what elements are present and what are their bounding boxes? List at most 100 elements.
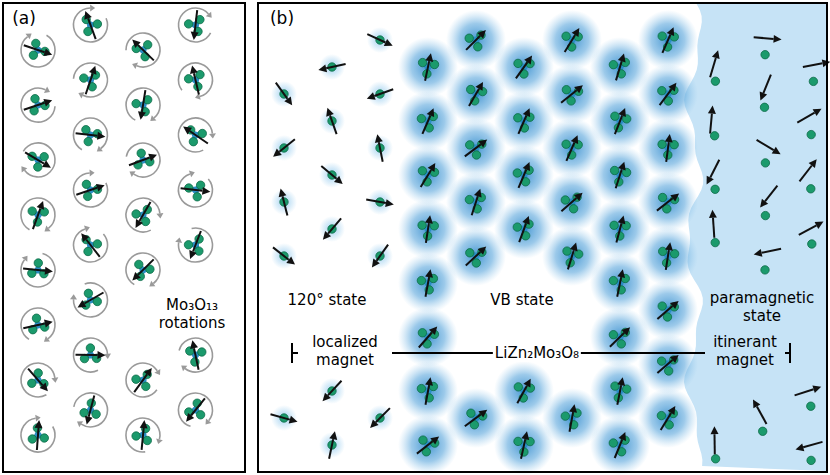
rotation-arc-head <box>45 226 51 232</box>
valence-bond-cloud <box>638 280 698 340</box>
mo-site <box>474 43 482 51</box>
region-label: 120° state <box>286 291 369 309</box>
spin-arrow-shaft <box>191 398 205 415</box>
mo-site <box>711 455 719 463</box>
rotating-trimer <box>126 88 160 121</box>
spin-arrow-head <box>96 184 105 192</box>
spin-arrow-shaft <box>425 61 429 81</box>
mo-site <box>28 379 36 387</box>
bond-trimer <box>562 135 583 161</box>
mo-site <box>198 348 206 356</box>
rotation-arc <box>126 253 160 285</box>
bond-trimer <box>609 432 629 458</box>
rotation-arc-head <box>70 294 77 299</box>
spin-arrow-head <box>84 11 92 20</box>
mo-site <box>137 149 145 157</box>
rotation-arc-head <box>189 171 195 178</box>
spin-arrow-shaft <box>23 324 45 329</box>
rotation-arc <box>21 88 55 122</box>
spin-arrow-shaft <box>803 442 822 447</box>
spin-arrow-head <box>138 111 146 120</box>
spin-arrow-shaft <box>657 306 672 319</box>
mo-site <box>40 434 48 442</box>
localized-spin <box>271 188 297 215</box>
spin-arrow-shaft <box>561 90 577 103</box>
localized-spin <box>271 81 297 107</box>
mo-site <box>657 357 665 365</box>
rotating-trimer <box>21 87 55 122</box>
spin-halo <box>319 54 345 80</box>
rotation-arc <box>74 63 108 97</box>
itinerant-spin <box>753 399 767 435</box>
mo-site <box>417 114 425 122</box>
rotating-trimer <box>70 283 107 317</box>
bond-trimer <box>513 162 533 188</box>
localized-spin <box>367 243 393 269</box>
bond-trimer <box>610 162 630 189</box>
itinerant-spin <box>803 59 830 85</box>
spin-arrow-head <box>385 199 394 207</box>
region-label: paramagnetic state <box>700 289 824 325</box>
localized-spin <box>319 431 345 458</box>
spin-arrow-shaft <box>426 277 430 297</box>
rotation-arc-head <box>35 415 40 422</box>
spin-arrow-shaft <box>795 389 814 395</box>
rotation-arc <box>178 393 212 426</box>
spin-arrow-shaft <box>615 115 622 134</box>
spin-arrow-shaft <box>763 75 771 94</box>
rotation-arc-head <box>90 5 95 12</box>
bond-trimer <box>563 243 583 270</box>
spin-arrow-shaft <box>803 63 823 67</box>
rotation-arc <box>73 118 107 150</box>
rotating-trimer <box>178 63 212 100</box>
spin-arrow-shaft <box>714 434 716 454</box>
spin-arrow-shaft <box>472 196 478 215</box>
spin-arrow-head <box>44 320 53 328</box>
mo-site <box>711 185 719 193</box>
spin-arrow-head <box>523 379 530 388</box>
mo-site <box>29 51 37 59</box>
spin-arrow-shaft <box>273 247 289 259</box>
bond-trimer <box>658 134 679 162</box>
bond-trimer <box>418 163 439 187</box>
bond-trimer <box>514 56 535 79</box>
spin-arrow-shaft <box>617 385 621 405</box>
itinerant-spin <box>796 442 823 465</box>
spin-arrow-shaft <box>134 374 147 392</box>
spin-arrow-shaft <box>519 223 526 242</box>
spin-arrow-head <box>144 368 152 377</box>
spin-arrow-shaft <box>710 58 716 77</box>
spin-arrow-head <box>617 269 625 278</box>
axis-label: localized magnet <box>298 333 392 369</box>
spin-arrow-head <box>707 176 714 185</box>
mo-site <box>86 344 94 352</box>
spin-arrow-head <box>617 377 625 386</box>
mo-site <box>611 382 619 390</box>
mo-site <box>184 75 192 83</box>
itinerant-spin <box>795 385 822 410</box>
mo-site <box>144 41 152 49</box>
spin-halo <box>367 189 393 215</box>
mo-site <box>34 163 42 171</box>
spin-arrow-head <box>136 219 144 228</box>
itinerant-spin <box>800 159 817 193</box>
mo-site <box>575 250 583 258</box>
spin-arrow-head <box>45 267 53 275</box>
bond-trimer <box>657 406 677 430</box>
spin-arrow-head <box>670 301 679 309</box>
mo-site <box>658 87 666 95</box>
mo-site <box>417 384 425 392</box>
spin-arrow-head <box>35 420 43 428</box>
bond-trimer <box>611 377 631 404</box>
spin-arrow-head <box>289 416 298 424</box>
spin-halo <box>367 135 393 161</box>
spin-arrow-shaft <box>194 348 199 370</box>
spin-arrow-head <box>618 162 626 171</box>
spin-halo <box>319 432 345 458</box>
spin-arrow-shaft <box>570 412 574 432</box>
rotation-arc-head <box>150 115 156 121</box>
mo-site <box>32 39 40 47</box>
spin-arrow-head <box>571 135 578 144</box>
spin-arrow-shaft <box>661 413 671 430</box>
